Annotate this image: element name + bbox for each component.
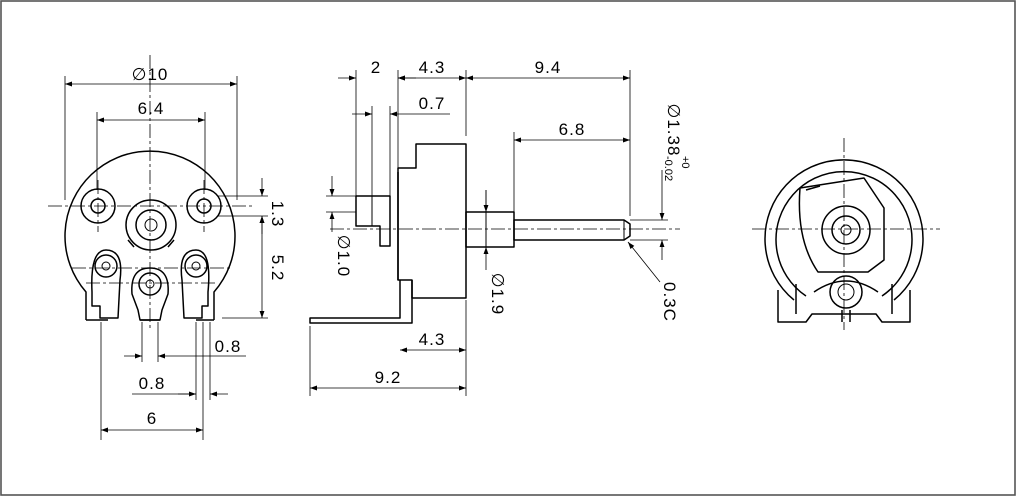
dim-side-terminal-offset: 4.3 [419, 330, 446, 349]
dim-front-pin-width-left: 0.8 [139, 374, 166, 393]
dim-front-hole-offset: 1.3 [268, 201, 287, 228]
dim-side-boss-diameter: ∅1.0 [334, 235, 353, 277]
dim-side-hub-offset: 0.7 [419, 94, 446, 113]
side-view: 2 4.3 9.4 0.7 6.8 ∅1.38 +0 -0.02 [309, 58, 691, 396]
dim-side-shaft-length: 9.4 [535, 58, 562, 77]
dim-side-shaft-diameter: ∅1.38 [664, 104, 683, 157]
rear-view [752, 138, 940, 330]
dim-side-overall-length: 9.2 [375, 368, 402, 387]
dim-side-body-depth: 4.3 [419, 58, 446, 77]
dim-side-shaft-tol-upper: +0 [679, 156, 691, 169]
dim-front-pin-width-right: 0.8 [215, 337, 242, 356]
front-view: ∅10 6.4 1.3 5.2 0.8 0.8 [48, 55, 287, 440]
dim-side-collar-diameter: ∅1.9 [488, 273, 507, 315]
dim-side-flange-width: 2 [371, 58, 381, 77]
dim-front-pin-spacing: 6 [147, 409, 157, 428]
dim-front-pin-height: 5.2 [268, 255, 287, 282]
dim-front-outer-diameter: ∅10 [132, 65, 169, 84]
dim-side-shaft-tol-lower: -0.02 [662, 156, 674, 181]
dim-front-hole-spacing: 6.4 [138, 99, 165, 118]
dim-side-chamfer: 0.3C [660, 282, 679, 322]
dim-side-shaft-exposed: 6.8 [559, 120, 586, 139]
